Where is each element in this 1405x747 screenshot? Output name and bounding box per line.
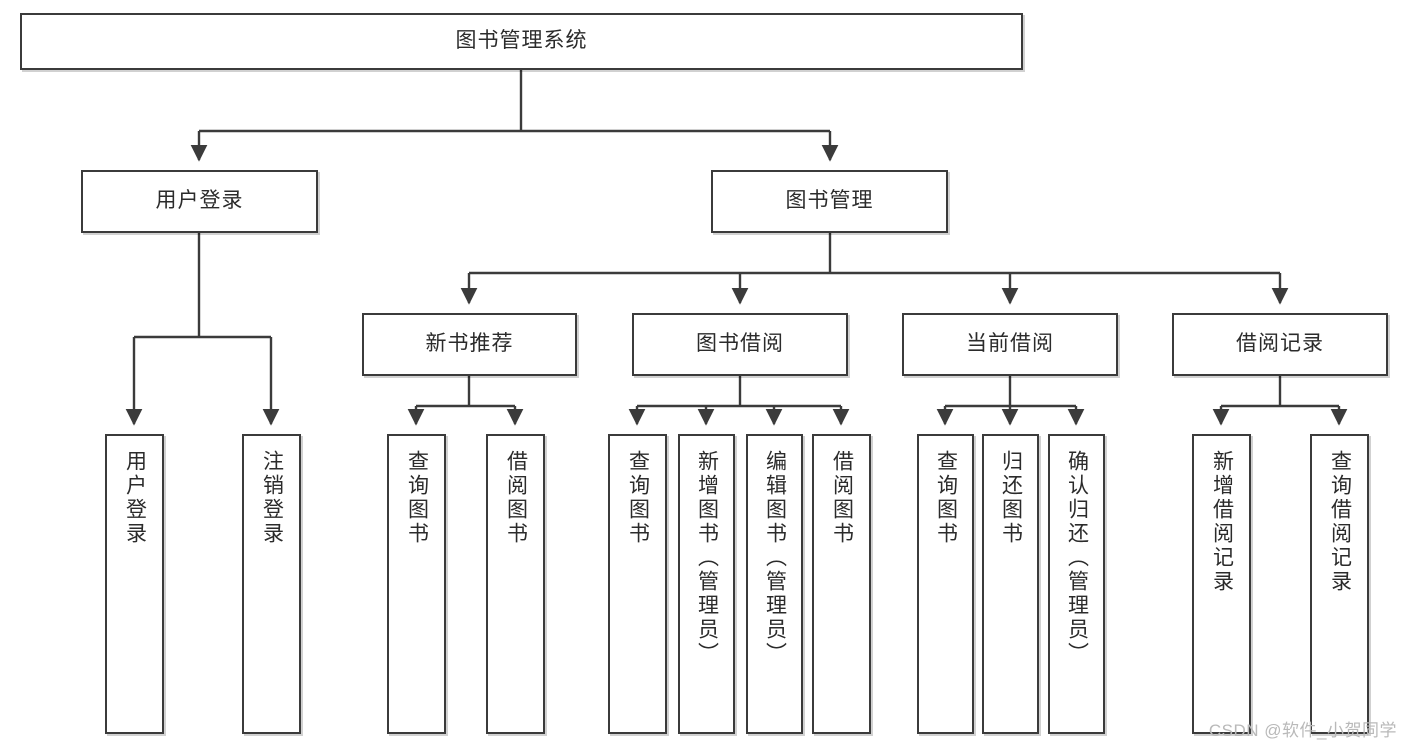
node-leaf-query-book-1-label: 查询图书 — [405, 450, 429, 546]
node-leaf-edit-book-admin[interactable]: 编辑图书（管理员） — [746, 434, 803, 734]
node-leaf-add-book-admin-label: 新增图书（管理员） — [695, 450, 719, 666]
node-leaf-confirm-return-admin-label: 确认归还（管理员） — [1065, 450, 1089, 666]
node-leaf-user-login-label: 用户登录 — [123, 450, 147, 546]
node-leaf-borrow-book-1[interactable]: 借阅图书 — [486, 434, 545, 734]
node-book-management-label: 图书管理 — [785, 189, 874, 213]
node-leaf-borrow-book-2[interactable]: 借阅图书 — [812, 434, 871, 734]
node-root[interactable]: 图书管理系统 — [20, 13, 1023, 70]
node-leaf-return-book[interactable]: 归还图书 — [982, 434, 1039, 734]
node-leaf-query-borrow-record[interactable]: 查询借阅记录 — [1310, 434, 1369, 734]
node-leaf-borrow-book-2-label: 借阅图书 — [830, 450, 854, 546]
watermark: CSDN @软件_小贺同学 — [1208, 721, 1397, 740]
node-leaf-add-book-admin[interactable]: 新增图书（管理员） — [678, 434, 735, 734]
node-book-borrow-label: 图书借阅 — [696, 332, 784, 356]
node-user-login[interactable]: 用户登录 — [81, 170, 318, 233]
node-leaf-query-book-2[interactable]: 查询图书 — [608, 434, 667, 734]
node-leaf-add-borrow-record[interactable]: 新增借阅记录 — [1192, 434, 1251, 734]
node-current-borrow-label: 当前借阅 — [966, 332, 1054, 356]
node-leaf-user-login[interactable]: 用户登录 — [105, 434, 164, 734]
node-leaf-logout-login-label: 注销登录 — [260, 450, 284, 546]
node-root-label: 图书管理系统 — [455, 29, 588, 53]
node-leaf-query-borrow-record-label: 查询借阅记录 — [1328, 450, 1352, 594]
node-borrow-record-label: 借阅记录 — [1236, 332, 1324, 356]
node-leaf-borrow-book-1-label: 借阅图书 — [504, 450, 528, 546]
node-borrow-record[interactable]: 借阅记录 — [1172, 313, 1388, 376]
node-leaf-query-book-2-label: 查询图书 — [626, 450, 650, 546]
node-leaf-query-book-3[interactable]: 查询图书 — [917, 434, 974, 734]
node-leaf-add-borrow-record-label: 新增借阅记录 — [1210, 450, 1234, 594]
node-leaf-logout-login[interactable]: 注销登录 — [242, 434, 301, 734]
node-leaf-edit-book-admin-label: 编辑图书（管理员） — [763, 450, 787, 666]
node-user-login-label: 用户登录 — [155, 189, 244, 213]
node-leaf-confirm-return-admin[interactable]: 确认归还（管理员） — [1048, 434, 1105, 734]
node-current-borrow[interactable]: 当前借阅 — [902, 313, 1118, 376]
node-leaf-return-book-label: 归还图书 — [999, 450, 1023, 546]
node-new-book-recommend[interactable]: 新书推荐 — [362, 313, 577, 376]
node-book-management[interactable]: 图书管理 — [711, 170, 948, 233]
node-leaf-query-book-1[interactable]: 查询图书 — [387, 434, 446, 734]
node-new-book-recommend-label: 新书推荐 — [425, 332, 514, 356]
node-leaf-query-book-3-label: 查询图书 — [934, 450, 958, 546]
node-book-borrow[interactable]: 图书借阅 — [632, 313, 848, 376]
